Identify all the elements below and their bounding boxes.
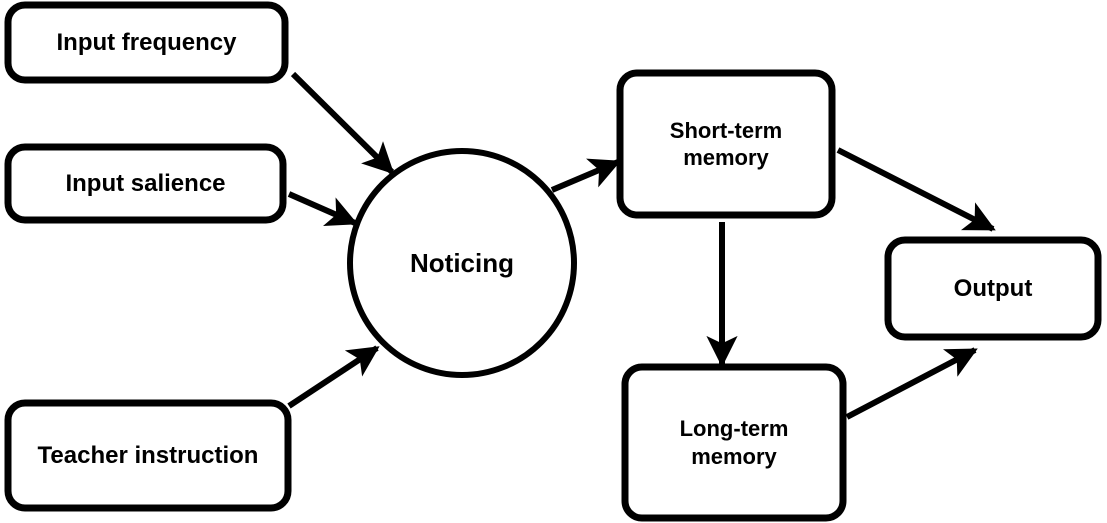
node-shape-input-salience[interactable]: [4, 143, 287, 224]
edge-noticing-to-short-term-memory: [550, 158, 621, 193]
node-shape-teacher-instruction[interactable]: [4, 399, 292, 512]
edge-input-frequency-to-noticing: [290, 71, 395, 175]
node-shape-noticing[interactable]: [347, 148, 577, 378]
node-shape-input-frequency[interactable]: [4, 1, 289, 84]
edge-long-term-memory-to-output: [845, 347, 978, 420]
node-shape-long-term-memory[interactable]: [621, 363, 847, 522]
node-shape-short-term-memory[interactable]: [616, 69, 836, 219]
edge-teacher-instruction-to-noticing: [287, 345, 380, 409]
edge-input-salience-to-noticing: [287, 191, 358, 226]
node-shape-output[interactable]: [884, 236, 1102, 341]
edge-short-term-memory-to-output: [836, 147, 996, 232]
